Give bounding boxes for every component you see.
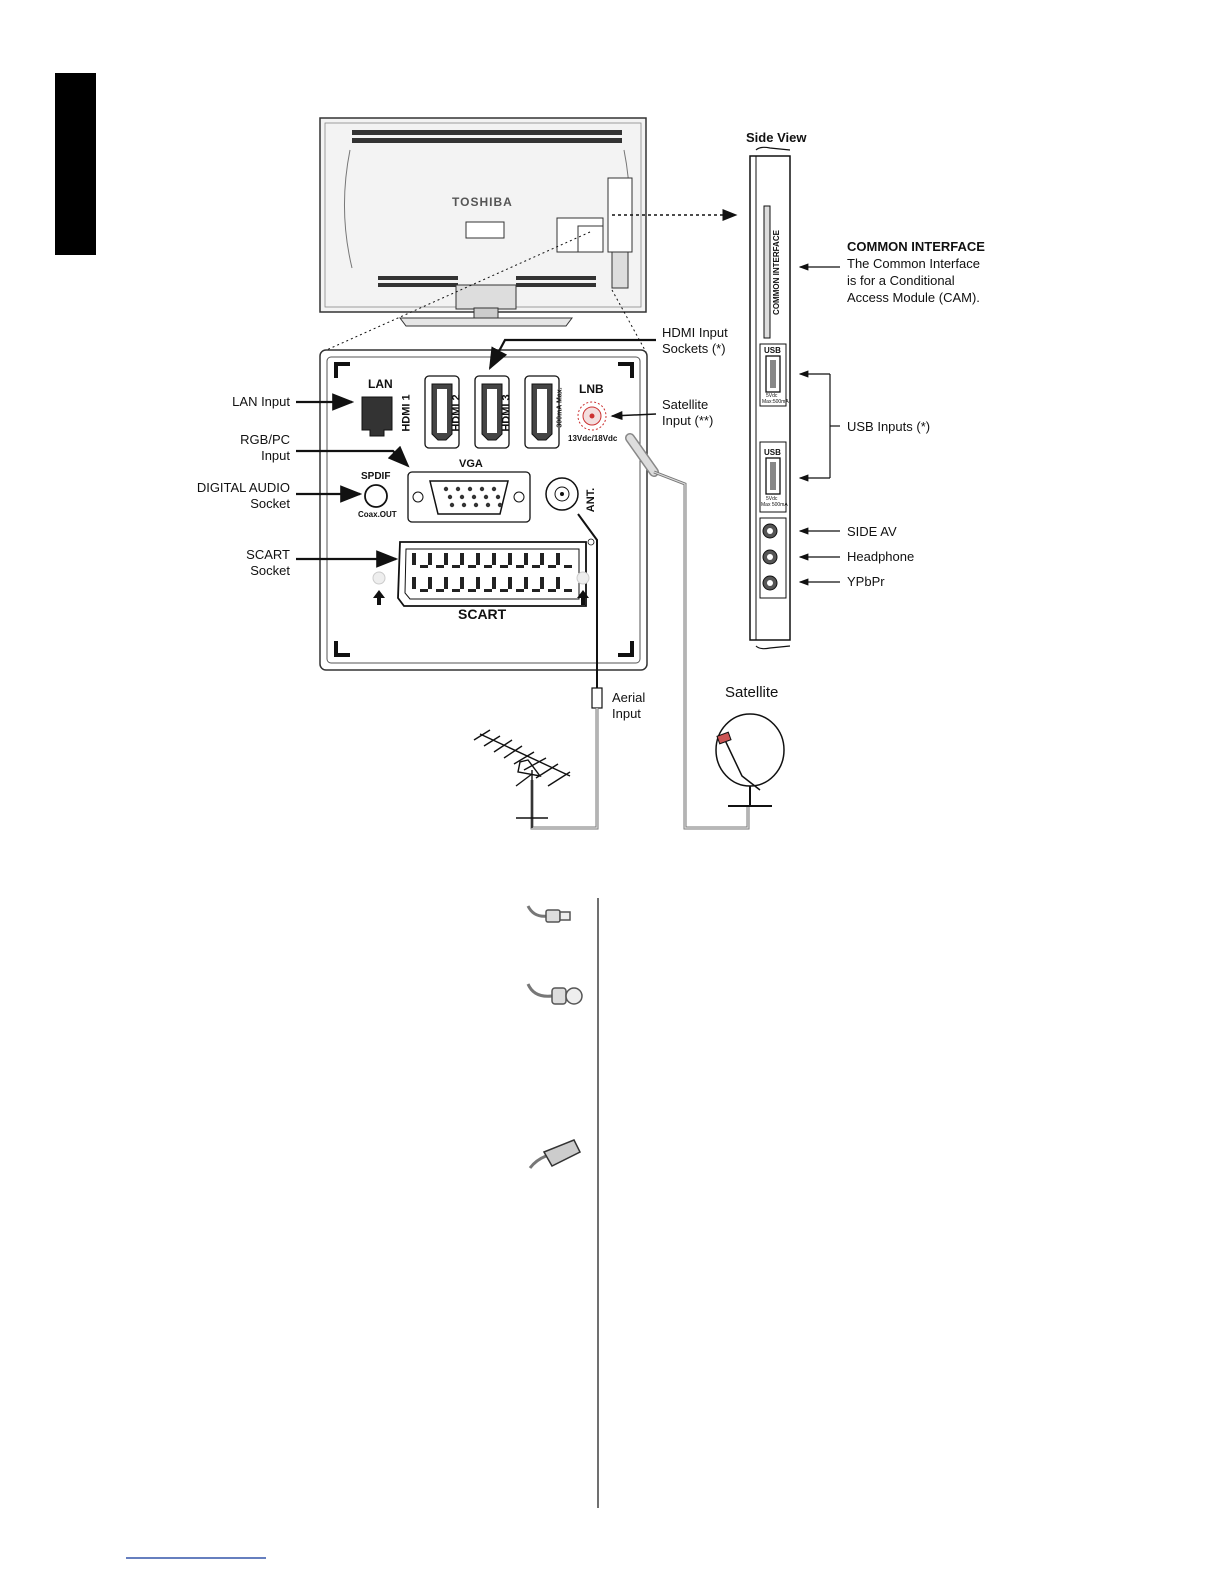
usb2-label: USB — [764, 448, 781, 457]
common-interface-description: COMMON INTERFACE The Common Interface is… — [847, 238, 985, 306]
satellite-input-label: Satellite Input (**) — [662, 397, 713, 429]
aerial-antenna-drawing — [473, 729, 571, 828]
scart-plug-icon — [528, 1139, 582, 1169]
connector-panel-drawing — [319, 349, 648, 671]
ci-desc-line2: is for a Conditional — [847, 273, 955, 288]
lnb-current-label: 300mA Max. — [556, 387, 564, 428]
headphone-label: Headphone — [847, 549, 915, 564]
coax-out-label: Coax.OUT — [358, 510, 397, 519]
hdmi-input-label: HDMI Input Sockets (*) — [662, 325, 728, 357]
usb1-spec-line2: Max:500mA — [762, 399, 789, 405]
satellite-dish-label: Satellite — [725, 684, 779, 701]
coax-plug-icon — [526, 905, 571, 923]
tv-back-illustration — [319, 117, 738, 353]
rgb-pc-label-line1: RGB/PC — [240, 432, 290, 447]
satellite-cable — [625, 433, 750, 830]
lnb-port-label: LNB — [579, 382, 604, 396]
ci-title: COMMON INTERFACE — [847, 239, 985, 254]
spdif-port-label: SPDIF — [361, 471, 391, 482]
aerial-input-label: Aerial Input — [612, 690, 645, 722]
usb2-spec-line1: 5Vdc — [766, 496, 778, 502]
scart-socket-label: SCART Socket — [200, 547, 290, 579]
hdmi1-port-label: HDMI 1 — [400, 394, 413, 432]
satellite-input-label-line2: Input (**) — [662, 413, 714, 428]
usb1-spec-line1: 5Vdc — [766, 393, 778, 399]
side-av-label: SIDE AV — [847, 524, 897, 539]
ant-port-label: ANT. — [585, 487, 598, 513]
aerial-input-label-line1: Aerial — [612, 690, 646, 705]
side-view-drawing — [749, 146, 840, 650]
rgb-pc-label-line2: Input — [261, 448, 290, 463]
vga-port-label: VGA — [459, 458, 483, 470]
mains-plug-icon — [526, 983, 583, 1005]
side-view-title: Side View — [746, 130, 807, 145]
satellite-input-label-line1: Satellite — [662, 397, 709, 412]
lnb-voltage-label: 13Vdc/18Vdc — [568, 434, 618, 443]
satellite-dish-drawing — [715, 713, 785, 807]
ci-slot-vertical-label: COMMON INTERFACE — [771, 230, 781, 315]
language-tab — [55, 73, 96, 255]
hdmi-input-label-line1: HDMI Input — [662, 325, 728, 340]
digital-audio-label-line2: Socket — [250, 496, 290, 511]
hdmi-input-label-line2: Sockets (*) — [662, 341, 726, 356]
usb-inputs-label: USB Inputs (*) — [847, 419, 931, 434]
usb1-label: USB — [764, 346, 781, 355]
usb2-spec-line2: Max 500mA — [761, 502, 788, 508]
lan-input-label: LAN Input — [232, 394, 290, 409]
digital-audio-label-line1: DIGITAL AUDIO — [196, 480, 290, 495]
ypbpr-label: YPbPr — [847, 574, 885, 589]
scart-socket-label-line2: Socket — [250, 563, 290, 578]
digital-audio-label: DIGITAL AUDIO Socket — [160, 480, 290, 512]
hdmi3-port-label: HDMI 3 — [500, 394, 513, 432]
ci-desc-line3: Access Module (CAM). — [847, 290, 980, 305]
scart-socket-label-line1: SCART — [246, 547, 290, 562]
brand-logo: TOSHIBA — [452, 195, 513, 209]
rgb-pc-label: RGB/PC Input — [200, 432, 290, 464]
lan-port-label: LAN — [368, 377, 393, 391]
scart-port-label: SCART — [458, 606, 507, 622]
aerial-input-label-line2: Input — [612, 706, 641, 721]
hdmi2-port-label: HDMI 2 — [450, 394, 463, 432]
ci-desc-line1: The Common Interface — [847, 256, 980, 271]
